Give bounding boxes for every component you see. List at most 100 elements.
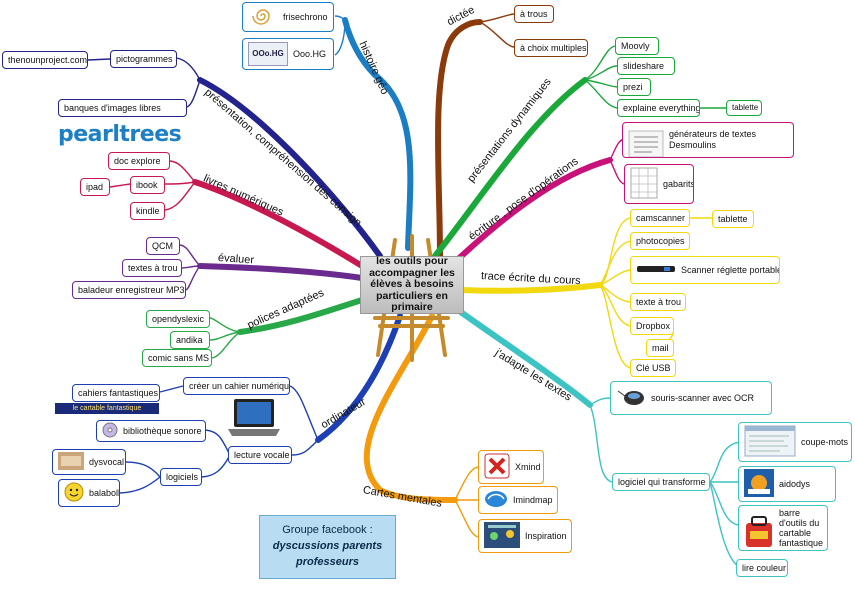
node-tablette1[interactable]: tablette xyxy=(726,100,762,116)
node-ooohg[interactable]: OOo.HG Ooo.HG xyxy=(242,38,334,70)
node-gabarits[interactable]: gabarits xyxy=(624,164,694,204)
connector-ipad xyxy=(109,183,131,188)
connector-explaine xyxy=(584,79,618,109)
node-comic[interactable]: comic sans MS xyxy=(142,349,212,367)
node-dropbox[interactable]: Dropbox xyxy=(630,317,674,335)
node-camscanner[interactable]: camscanner xyxy=(630,209,690,227)
node-logiciel[interactable]: logiciel qui transforme xyxy=(612,473,710,491)
branch-trace-line xyxy=(459,282,603,294)
facebook-line2: dyscussions parents xyxy=(272,540,383,552)
connector-baladeur xyxy=(185,265,201,291)
node-photocopies[interactable]: photocopies xyxy=(630,232,690,250)
node-generateurs[interactable]: générateurs de textes Desmoulins xyxy=(622,122,794,158)
node-achoix[interactable]: à choix multiples xyxy=(514,39,588,57)
node-docexplore[interactable]: doc explore xyxy=(108,152,170,170)
node-banques[interactable]: banques d'images libres xyxy=(58,99,187,117)
label-balabolka: balabolka xyxy=(89,488,119,498)
inspiration-screenshot-icon xyxy=(484,521,520,551)
node-textes-trou[interactable]: textes à trou xyxy=(122,259,182,277)
branch-ordinateur-line xyxy=(315,313,403,443)
node-scanner-reglette[interactable]: Scanner réglette portable xyxy=(630,256,780,284)
connector-banques xyxy=(186,79,201,108)
node-baladeur[interactable]: baladeur enregistreur MP3 xyxy=(72,281,186,299)
node-cahiers[interactable]: cahiers fantastiques xyxy=(72,384,160,402)
connector-kindle xyxy=(164,181,196,211)
connector-opendyslexic xyxy=(209,317,241,333)
node-cleusb[interactable]: Clé USB xyxy=(630,359,676,377)
label-xmind: Xmind xyxy=(515,462,541,472)
connector-atrous xyxy=(479,13,515,23)
label-bibliotheque: bibliothèque sonore xyxy=(123,426,202,436)
connector-logiciels xyxy=(201,454,231,478)
schoolbag-icon xyxy=(744,506,774,550)
node-creer-cahier[interactable]: créer un cahier numérique xyxy=(183,377,290,395)
connector-docexplore xyxy=(169,160,196,183)
connector-camscanner xyxy=(599,217,631,286)
connector-cle xyxy=(599,284,631,369)
node-barre[interactable]: barre d'outils du cartable fantastique xyxy=(738,505,828,551)
branch-adapte-line xyxy=(452,305,593,408)
node-prezi[interactable]: prezi xyxy=(617,78,651,96)
node-logiciels[interactable]: logiciels xyxy=(160,468,202,486)
connector-slideshare xyxy=(584,65,618,81)
central-topic[interactable]: les outils pour accompagner les élèves à… xyxy=(360,256,464,314)
node-moovly[interactable]: Moovly xyxy=(615,37,659,55)
node-aidodys[interactable]: aidodys xyxy=(738,466,836,502)
facebook-group-note[interactable]: Groupe facebook : dyscussions parents pr… xyxy=(259,515,396,579)
connector-balabolka xyxy=(119,476,161,494)
connector-thenoun xyxy=(87,58,111,61)
connector-lecturevocale xyxy=(291,439,319,456)
node-ibook[interactable]: ibook xyxy=(130,176,165,194)
laptop-icon xyxy=(226,398,282,445)
connector-gabarits xyxy=(609,159,625,185)
connector-ooohg xyxy=(334,19,346,56)
node-textetrou[interactable]: texte à trou xyxy=(630,293,686,311)
node-atrous[interactable]: à trous xyxy=(514,5,554,23)
label-gabarits: gabarits xyxy=(663,179,694,189)
branch-dictee-line xyxy=(435,19,483,259)
cartable-banner: le cartable fantastique xyxy=(55,403,159,414)
connector-frisechrono xyxy=(334,15,346,21)
label-dysvocal: dysvocal xyxy=(89,457,125,467)
node-coupemots[interactable]: coupe-mots xyxy=(738,422,852,462)
spiral-icon xyxy=(248,6,278,29)
connector-photocopies xyxy=(599,240,631,286)
connector-inspiration xyxy=(454,499,479,538)
label-souris: souris-scanner avec OCR xyxy=(651,393,755,403)
node-pictogrammes[interactable]: pictogrammes xyxy=(110,50,177,68)
connector-textes xyxy=(181,265,201,269)
node-explaine[interactable]: explaine everything xyxy=(617,99,700,117)
branch-evaluer-line xyxy=(197,263,365,281)
node-xmind[interactable]: Xmind xyxy=(478,450,544,484)
scanner-wand-icon xyxy=(636,264,676,277)
node-kindle[interactable]: kindle xyxy=(130,202,165,220)
node-inspiration[interactable]: Inspiration xyxy=(478,519,572,553)
node-dysvocal[interactable]: dysvocal xyxy=(52,449,126,475)
pearltrees-logo[interactable]: pearltrees xyxy=(58,122,182,147)
node-frisechrono[interactable]: frisechrono xyxy=(242,2,334,32)
connector-scanner xyxy=(599,269,631,286)
node-thenoun[interactable]: thenounproject.com xyxy=(2,51,88,69)
node-andika[interactable]: andika xyxy=(170,331,210,349)
node-tablette2[interactable]: tablette xyxy=(712,210,754,228)
node-ipad[interactable]: ipad xyxy=(80,178,110,196)
node-balabolka[interactable]: balabolka xyxy=(58,479,120,507)
node-lecture-vocale[interactable]: lecture vocale xyxy=(228,446,292,464)
node-lirecouleur[interactable]: lire couleur xyxy=(736,559,788,577)
node-slideshare[interactable]: slideshare xyxy=(617,57,675,75)
cd-icon xyxy=(102,422,118,441)
balabolka-smiley-icon xyxy=(64,482,84,505)
node-imindmap[interactable]: Imindmap xyxy=(478,486,558,514)
node-qcm[interactable]: QCM xyxy=(146,237,180,255)
node-souris[interactable]: souris-scanner avec OCR xyxy=(610,381,772,415)
node-bibliotheque[interactable]: bibliothèque sonore xyxy=(96,420,206,442)
connector-prezi xyxy=(584,79,618,88)
branch-livres-line xyxy=(192,179,365,269)
node-opendyslexic[interactable]: opendyslexic xyxy=(146,310,210,328)
connector-pictogrammes xyxy=(176,57,201,81)
label-ooohg: Ooo.HG xyxy=(293,49,327,59)
connector-qcm xyxy=(179,244,201,267)
label-inspiration: Inspiration xyxy=(525,531,567,541)
node-mail[interactable]: mail xyxy=(646,339,674,357)
facebook-line1: Groupe facebook : xyxy=(282,524,373,536)
